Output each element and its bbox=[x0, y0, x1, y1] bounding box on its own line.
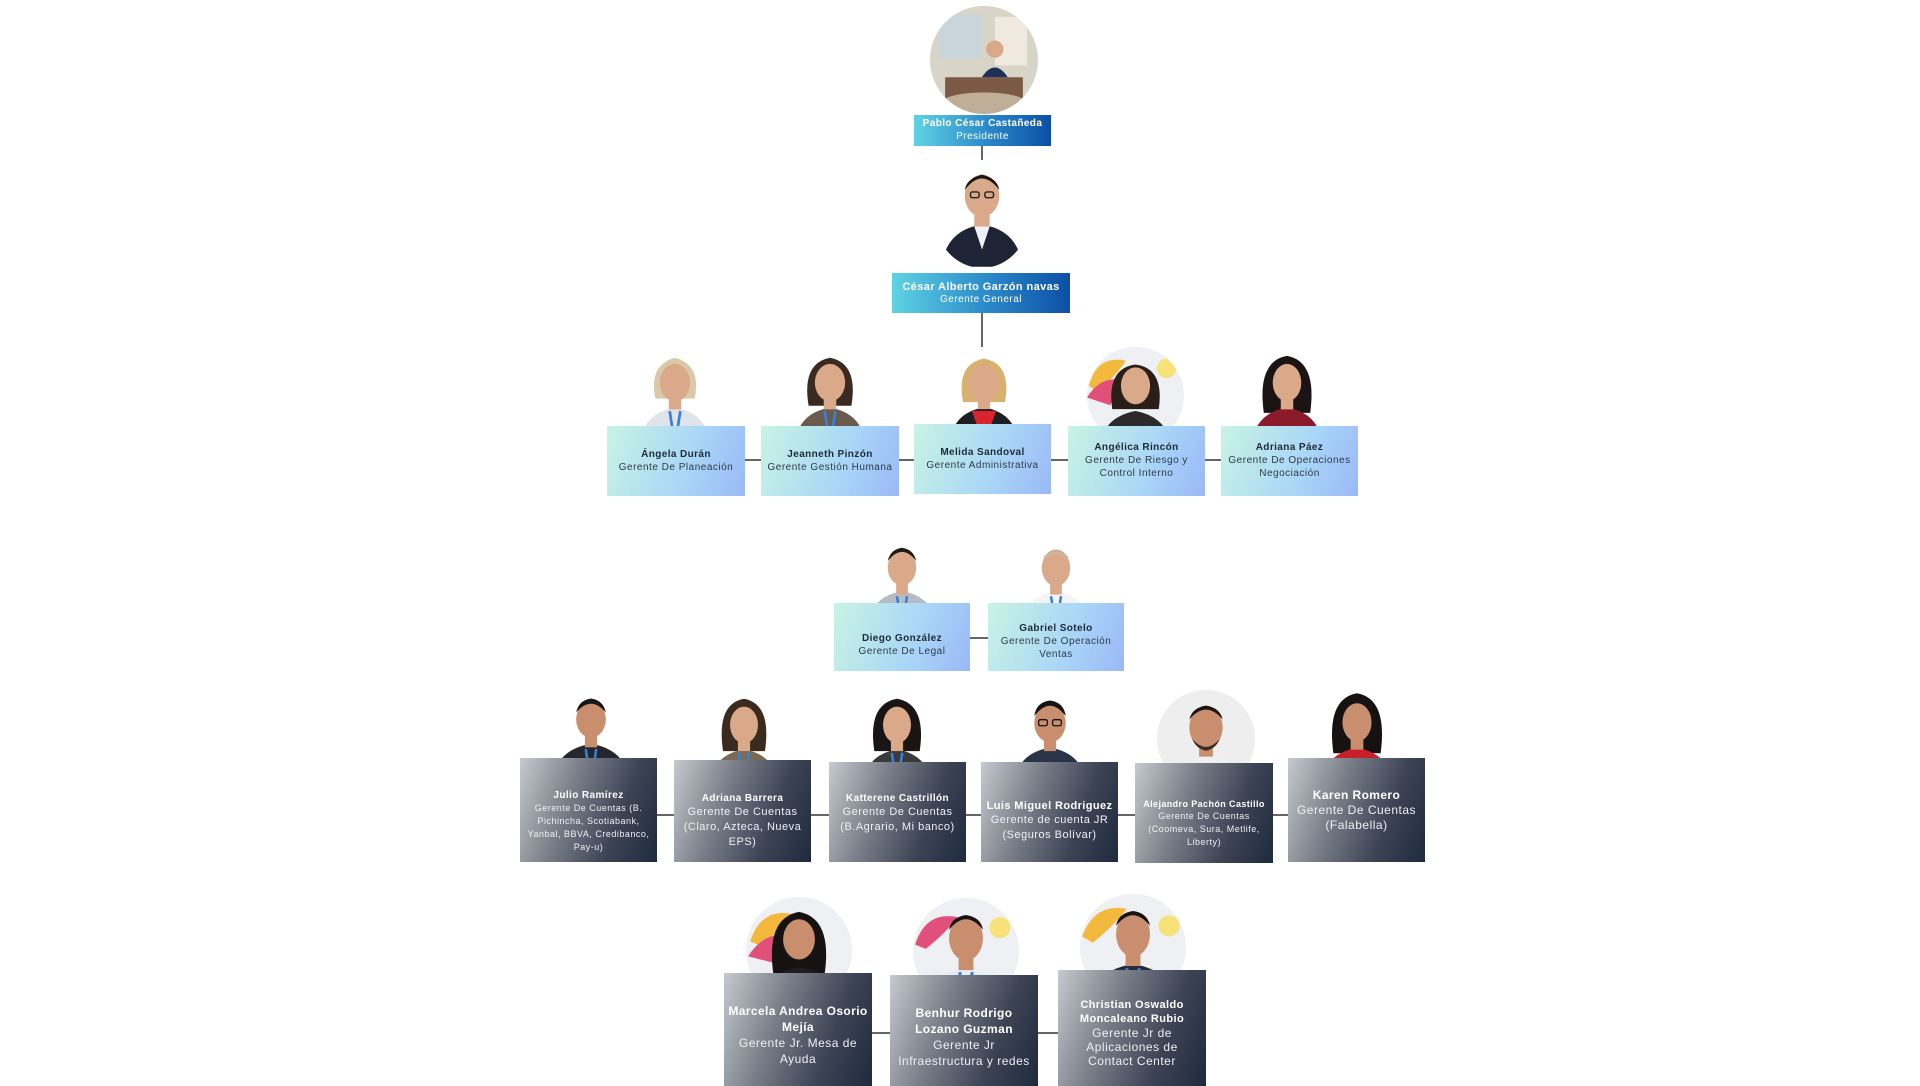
row1-role-3: Gerente De Riesgo y Control Interno bbox=[1085, 455, 1188, 479]
row4-name-0: Marcela Andrea Osorio Mejía bbox=[728, 1003, 868, 1034]
row2-role-0: Gerente De Legal bbox=[858, 645, 946, 657]
row1-name-0: Ángela Durán bbox=[641, 448, 711, 460]
row3-name-2: Katterene Castrillón bbox=[845, 793, 950, 804]
row3-card-3: Luis Miguel Rodriguez Gerente de cuenta … bbox=[981, 762, 1118, 862]
row3-role-3: Gerente de cuenta JR (Seguros Bolívar) bbox=[990, 814, 1109, 841]
row2-name-0: Diego González bbox=[861, 632, 943, 644]
general-photo bbox=[934, 160, 1030, 268]
row3-card-4: Alejandro Pachón Castillo Gerente De Cue… bbox=[1135, 763, 1273, 863]
row3-card-5: Karen Romero Gerente De Cuentas (Falabel… bbox=[1288, 758, 1425, 862]
row1-card-1: Jeanneth Pinzón Gerente Gestión Humana bbox=[761, 426, 899, 496]
row3-role-5: Gerente De Cuentas (Falabella) bbox=[1296, 803, 1417, 832]
row3-role-1: Gerente De Cuentas (Claro, Azteca, Nueva… bbox=[683, 805, 802, 848]
row1-role-0: Gerente De Planeación bbox=[618, 461, 734, 473]
general-portrait bbox=[934, 161, 1030, 267]
row3-role-0: Gerente De Cuentas (B. Pichincha, Scotia… bbox=[527, 803, 650, 852]
row3-name-5: Karen Romero bbox=[1312, 788, 1401, 802]
row1-name-2: Melida Sandoval bbox=[940, 446, 1025, 458]
row3-card-1: Adriana Barrera Gerente De Cuentas (Clar… bbox=[674, 760, 811, 862]
row4-card-1: Benhur Rodrigo Lozano Guzman Gerente Jr … bbox=[890, 975, 1038, 1086]
row4-name-2: Christian Oswaldo Moncaleano Rubio bbox=[1079, 999, 1185, 1025]
row2-role-1: Gerente De Operación Ventas bbox=[1000, 636, 1112, 660]
row4-card-2: Christian Oswaldo Moncaleano Rubio Geren… bbox=[1058, 970, 1206, 1086]
row2-card-1: Gabriel Sotelo Gerente De Operación Vent… bbox=[988, 603, 1124, 671]
row3-name-3: Luis Miguel Rodriguez bbox=[986, 800, 1113, 812]
row1-name-4: Adriana Páez bbox=[1255, 442, 1324, 453]
row3-card-0: Julio Ramírez Gerente De Cuentas (B. Pic… bbox=[520, 758, 657, 862]
row4-role-0: Gerente Jr. Mesa de Ayuda bbox=[738, 1035, 858, 1066]
row4-card-0: Marcela Andrea Osorio Mejía Gerente Jr. … bbox=[724, 973, 872, 1086]
row4-role-2: Gerente Jr de Aplicaciones de Contact Ce… bbox=[1086, 1026, 1178, 1068]
row3-role-2: Gerente De Cuentas (B.Agrario, Mi banco) bbox=[840, 806, 955, 833]
general-card: César Alberto Garzón navas Gerente Gener… bbox=[892, 273, 1070, 313]
row1-role-2: Gerente Administrativa bbox=[926, 459, 1039, 471]
row1-role-1: Gerente Gestión Humana bbox=[767, 461, 893, 473]
president-role: Presidente bbox=[956, 131, 1009, 142]
row3-name-1: Adriana Barrera bbox=[701, 792, 784, 804]
row3-name-0: Julio Ramírez bbox=[553, 790, 624, 801]
row2-name-1: Gabriel Sotelo bbox=[1019, 623, 1093, 634]
row1-role-4: Gerente De Operaciones Negociación bbox=[1228, 455, 1351, 479]
president-photo bbox=[930, 6, 1038, 114]
row3-name-4: Alejandro Pachón Castillo bbox=[1143, 799, 1265, 809]
row4-name-1: Benhur Rodrigo Lozano Guzman bbox=[915, 1005, 1013, 1036]
row2-card-0: Diego González Gerente De Legal bbox=[834, 603, 970, 671]
row1-card-3: Angélica Rincón Gerente De Riesgo y Cont… bbox=[1068, 426, 1205, 496]
row3-role-4: Gerente De Cuentas (Coomeva, Sura, Metli… bbox=[1148, 811, 1260, 847]
president-card: Pablo César Castañeda Presidente bbox=[914, 115, 1051, 146]
row1-card-0: Ángela Durán Gerente De Planeación bbox=[607, 426, 745, 496]
row1-name-1: Jeanneth Pinzón bbox=[787, 448, 873, 460]
president-portrait bbox=[930, 6, 1038, 114]
general-name: César Alberto Garzón navas bbox=[902, 280, 1060, 293]
row3-card-2: Katterene Castrillón Gerente De Cuentas … bbox=[829, 762, 966, 862]
row1-card-4: Adriana Páez Gerente De Operaciones Nego… bbox=[1221, 426, 1358, 496]
row1-card-2: Melida Sandoval Gerente Administrativa bbox=[914, 424, 1051, 494]
general-role: Gerente General bbox=[940, 293, 1022, 305]
row1-name-3: Angélica Rincón bbox=[1094, 442, 1179, 453]
president-name: Pablo César Castañeda bbox=[922, 118, 1043, 129]
row4-role-1: Gerente Jr Infraestructura y redes bbox=[898, 1037, 1030, 1068]
